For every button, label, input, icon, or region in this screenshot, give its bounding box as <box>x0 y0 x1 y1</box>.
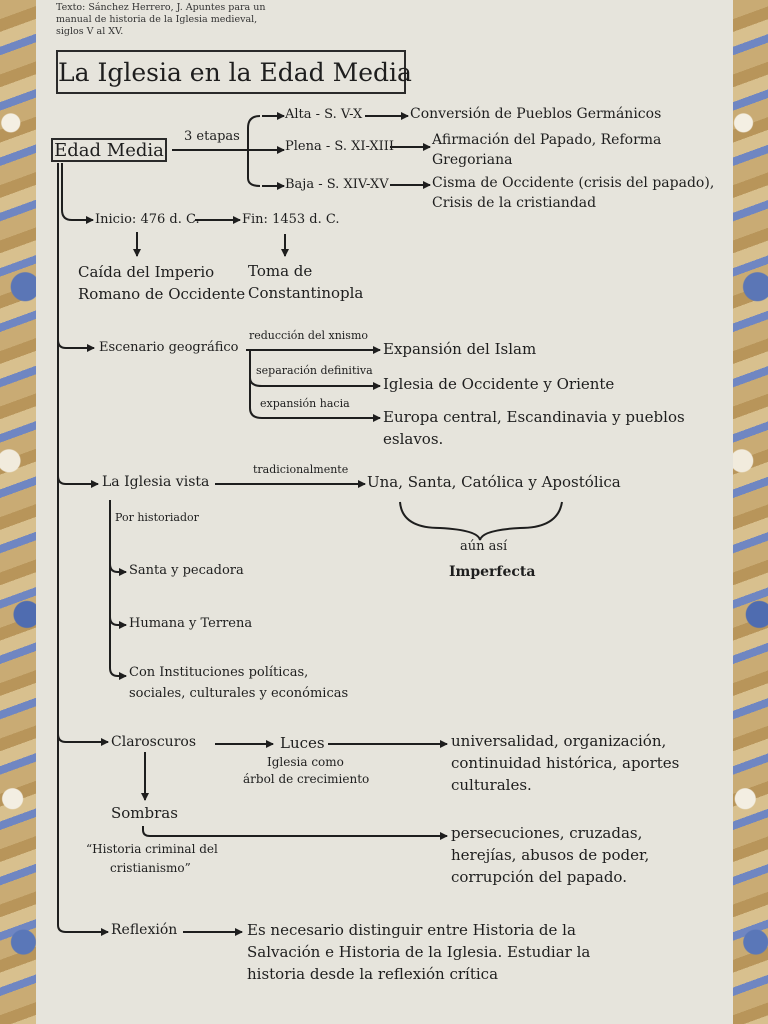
etapa-baja: Baja - S. XIV-XV <box>285 177 389 192</box>
luces-desc-3: culturales. <box>451 776 532 794</box>
reflexion-desc-1: Es necesario distinguir entre Historia d… <box>247 921 576 939</box>
sombras-note-1: “Historia criminal del <box>86 842 218 856</box>
escenario-branch-3-line-1: Europa central, Escandinavia y pueblos <box>383 408 685 426</box>
inicio-desc-2: Romano de Occidente <box>78 285 246 303</box>
historiador-item-3-line-2: sociales, culturales y económicas <box>129 686 349 701</box>
inicio-desc-1: Caída del Imperio <box>78 263 215 281</box>
luces-desc-1: universalidad, organización, <box>451 732 667 750</box>
etapa-baja-desc-2: Crisis de la cristiandad <box>432 195 597 211</box>
page-title: La Iglesia en la Edad Media <box>56 50 412 94</box>
ornamental-border-left <box>0 0 36 1024</box>
escenario-edge-1: reducción del xnismo <box>249 329 369 342</box>
etapa-plena-desc-1: Afirmación del Papado, Reforma <box>432 132 662 148</box>
escenario-edge-2: separación definitiva <box>256 364 373 377</box>
root-node-edad-media: Edad Media <box>51 138 167 162</box>
vista-target: Una, Santa, Católica y Apostólica <box>367 473 621 491</box>
escenario-edge-3: expansión hacia <box>260 397 350 410</box>
escenario-label: Escenario geográfico <box>99 340 239 355</box>
source-citation: Texto: Sánchez Herrero, J. Apuntes para … <box>56 2 266 37</box>
historiador-item-1: Santa y pecadora <box>129 563 244 578</box>
escenario-branch-2: Iglesia de Occidente y Oriente <box>383 375 615 393</box>
luces-note-1: Iglesia como <box>267 755 344 769</box>
reflexion-label: Reflexión <box>111 922 178 938</box>
luces-desc-2: continuidad histórica, aportes <box>451 754 680 772</box>
luces-note-2: árbol de crecimiento <box>243 772 370 786</box>
vista-label: La Iglesia vista <box>102 474 210 490</box>
reflexion-desc-2: Salvación e Historia de la Iglesia. Estu… <box>247 943 591 961</box>
escenario-branch-1: Expansión del Islam <box>383 340 537 358</box>
sombras-desc-1: persecuciones, cruzadas, <box>451 824 643 842</box>
reflexion-desc-3: historia desde la reflexión crítica <box>247 965 499 983</box>
sombras-label: Sombras <box>111 804 178 822</box>
claroscuros-label: Claroscuros <box>111 734 197 750</box>
fin-desc-2: Constantinopla <box>248 284 364 302</box>
etapa-plena-desc-2: Gregoriana <box>432 152 513 168</box>
vista-imperfecta: Imperfecta <box>449 564 536 580</box>
luces-label: Luces <box>280 734 325 752</box>
vista-aun-asi: aún así <box>460 539 508 554</box>
etapa-alta: Alta - S. V-X <box>285 107 363 122</box>
fin-label: Fin: 1453 d. C. <box>242 212 340 227</box>
ornamental-border-right <box>733 0 768 1024</box>
escenario-branch-3-line-2: eslavos. <box>383 430 444 448</box>
etapa-alta-desc: Conversión de Pueblos Germánicos <box>410 106 662 122</box>
por-historiador-label: Por historiador <box>115 511 199 524</box>
sombras-desc-2: herejías, abusos de poder, <box>451 846 650 864</box>
inicio-label: Inicio: 476 d. C. <box>95 212 200 227</box>
etapas-edge-label: 3 etapas <box>184 129 240 144</box>
fin-desc-1: Toma de <box>248 262 313 280</box>
historiador-item-3-line-1: Con Instituciones políticas, <box>129 665 309 680</box>
vista-edge-label: tradicionalmente <box>253 463 349 476</box>
sombras-note-2: cristianismo” <box>110 861 191 875</box>
historiador-item-2: Humana y Terrena <box>129 616 253 631</box>
sombras-desc-3: corrupción del papado. <box>451 868 627 886</box>
etapa-baja-desc-1: Cisma de Occidente (crisis del papado), <box>432 175 715 191</box>
diagram-canvas <box>36 0 733 1024</box>
etapa-plena: Plena - S. XI-XIII <box>285 139 395 154</box>
